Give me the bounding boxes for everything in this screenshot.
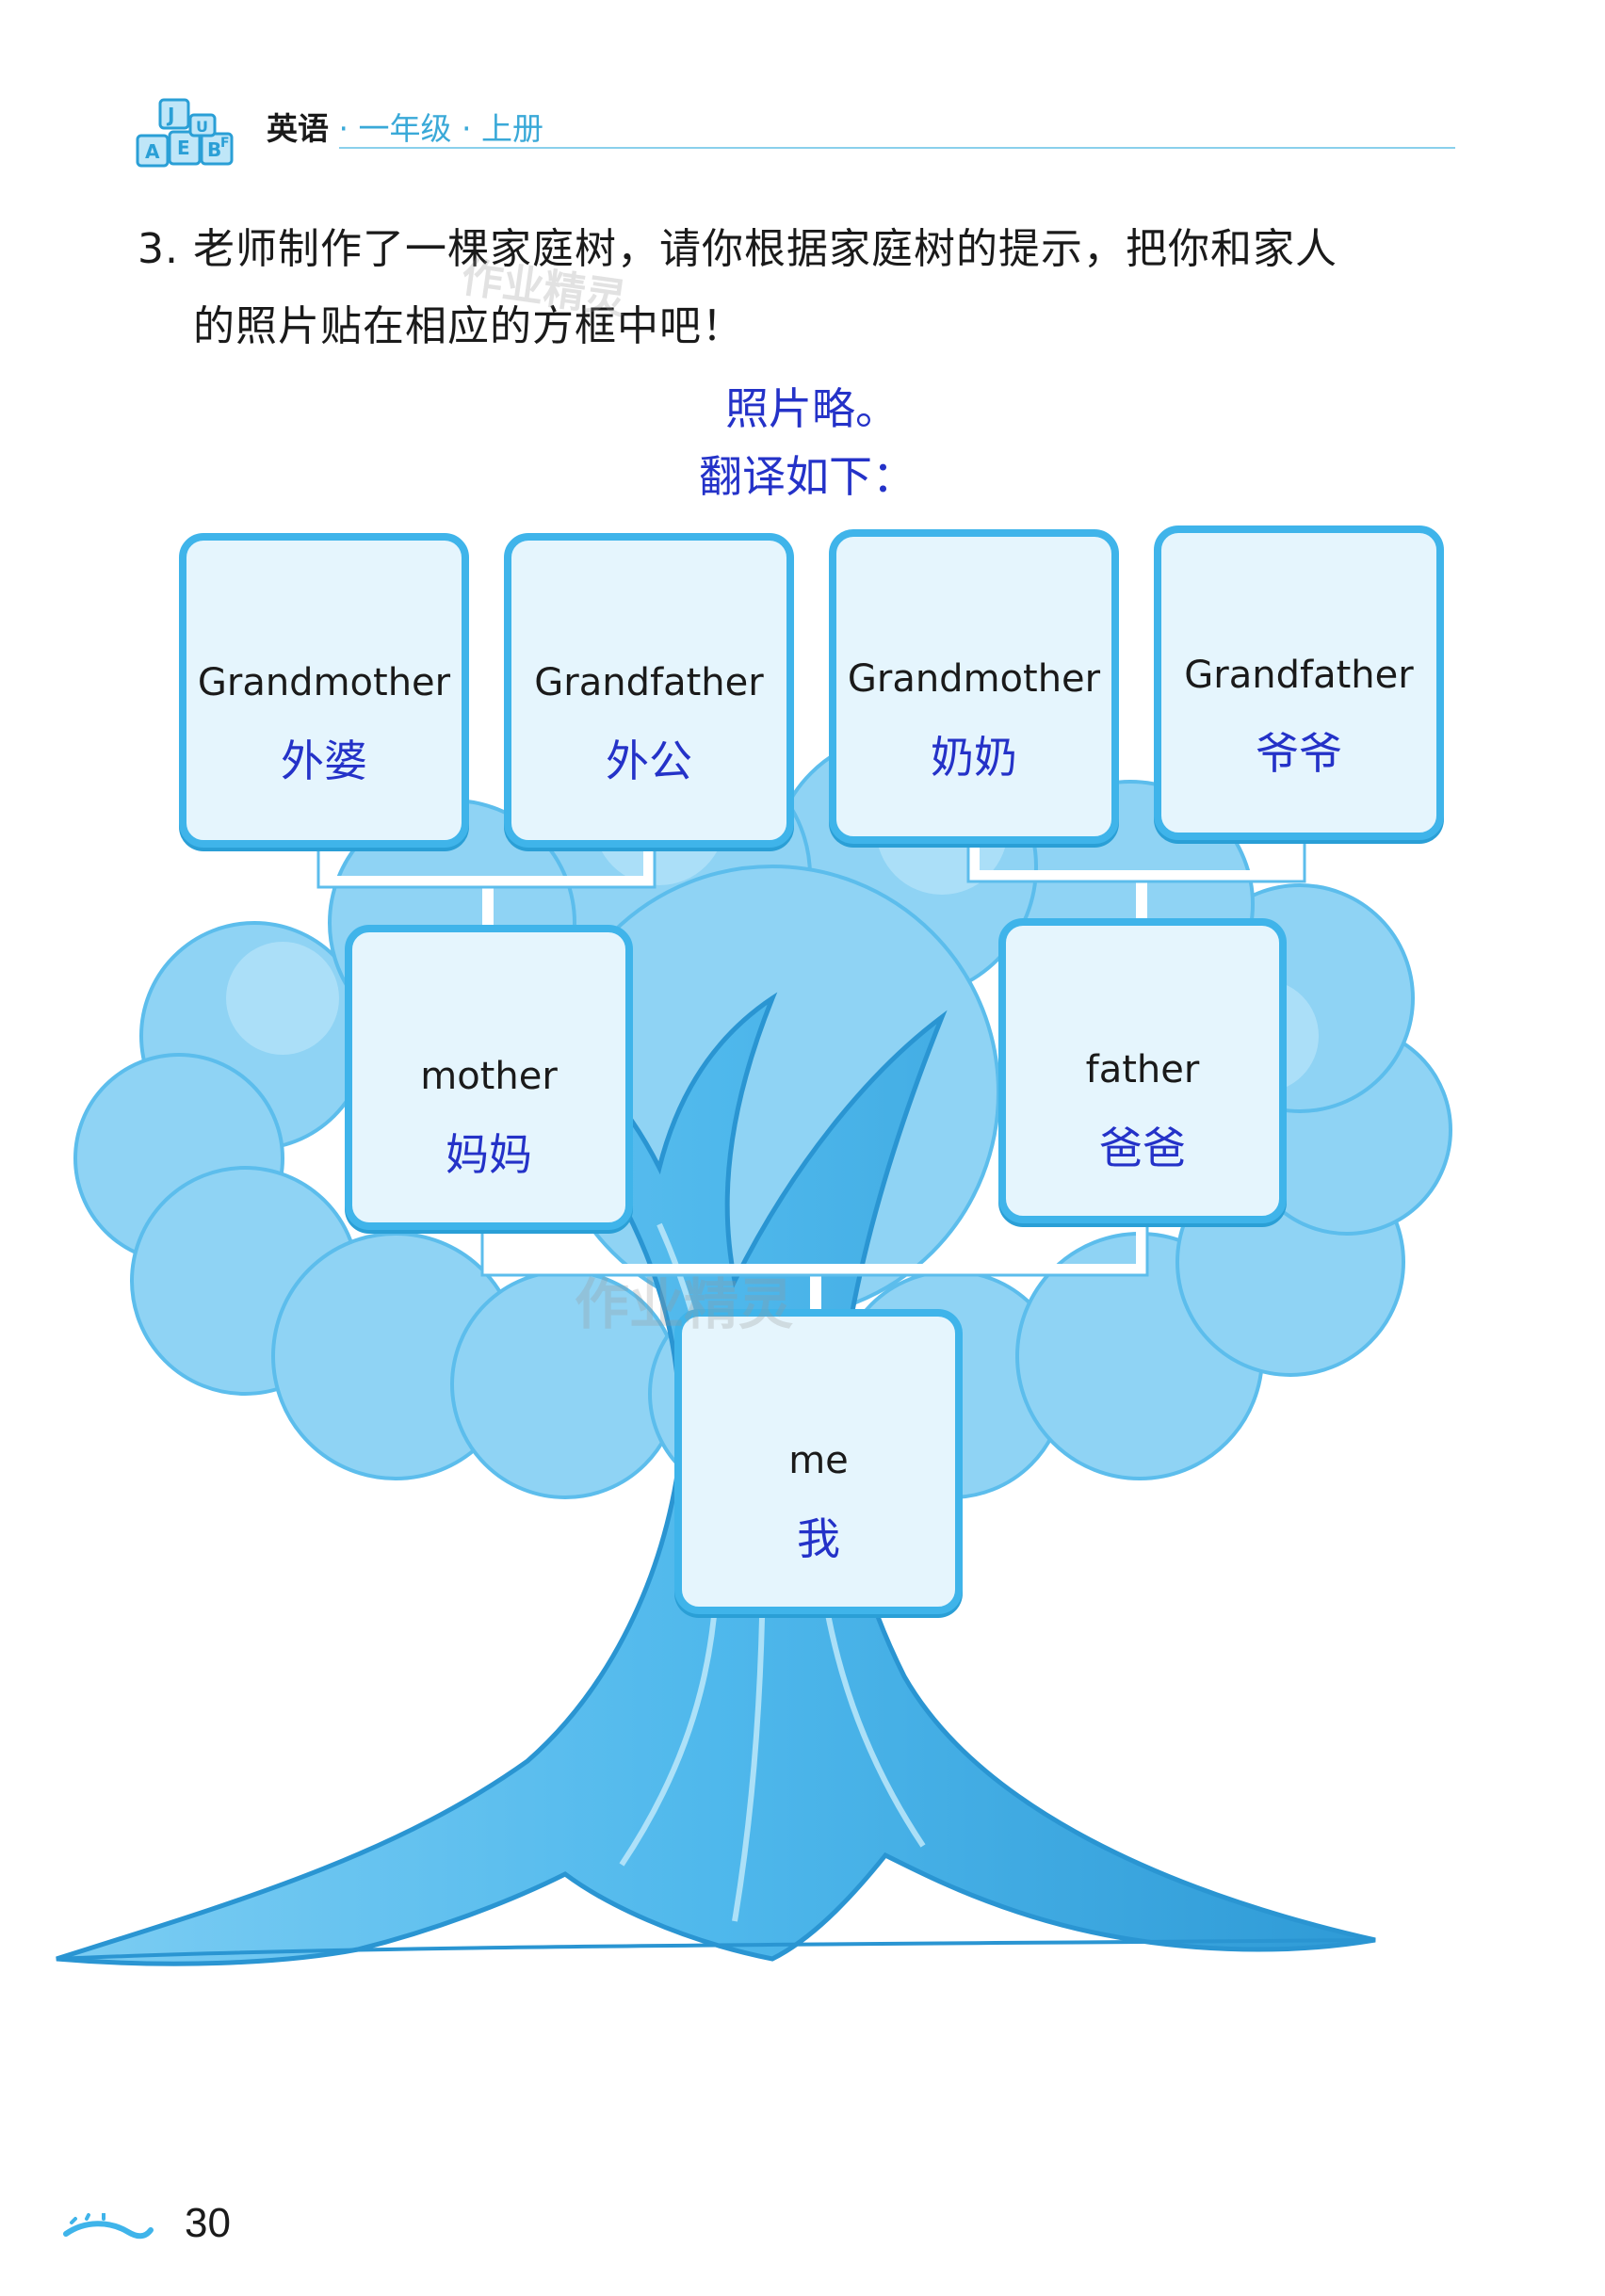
card-label-en: me xyxy=(682,1439,955,1482)
card-label-zh: 爷爷 xyxy=(1161,720,1436,782)
question-text-line-1: 3. 老师制作了一棵家庭树，请你根据家庭树的提示，把你和家人 xyxy=(138,215,1338,275)
card-label-en: Grandfather xyxy=(1161,654,1436,697)
card-mother: mother 妈妈 xyxy=(345,925,633,1230)
card-grandmother-paternal: Grandmother 奶奶 xyxy=(829,529,1119,844)
card-father: father 爸爸 xyxy=(998,918,1287,1223)
card-label-en: Grandmother xyxy=(186,661,462,704)
header-divider xyxy=(339,147,1455,149)
card-label-zh: 奶奶 xyxy=(836,723,1111,785)
logo-letter: U xyxy=(196,118,208,136)
card-label-zh: 我 xyxy=(682,1505,955,1567)
card-label-en: Grandfather xyxy=(511,661,786,704)
logo-letter: J xyxy=(166,104,174,126)
letter-blocks-icon: J U A E B F xyxy=(132,94,240,179)
card-label-zh: 爸爸 xyxy=(1006,1114,1279,1176)
card-label-en: Grandmother xyxy=(836,657,1111,701)
card-label-en: mother xyxy=(352,1055,625,1098)
logo-letter: F xyxy=(220,136,230,151)
page-number: 30 xyxy=(185,2200,231,2247)
card-label-zh: 外婆 xyxy=(186,727,462,789)
logo-letter: A xyxy=(145,140,160,163)
logo-letter: E xyxy=(177,137,190,159)
answer-note-translation: 翻译如下： xyxy=(699,443,916,505)
header-grade: 一年级 xyxy=(359,110,452,147)
card-label-zh: 外公 xyxy=(511,727,786,789)
header-separator: · xyxy=(339,110,349,147)
logo-letter: B xyxy=(207,138,221,161)
header-volume: 上册 xyxy=(481,110,543,147)
card-label-en: father xyxy=(1006,1048,1279,1091)
header-separator: · xyxy=(462,110,472,147)
card-label-zh: 妈妈 xyxy=(352,1121,625,1183)
wave-decoration-icon xyxy=(62,2213,156,2247)
card-grandfather-paternal: Grandfather 爷爷 xyxy=(1154,525,1444,840)
card-me: me 我 xyxy=(674,1309,963,1614)
card-grandfather-maternal: Grandfather 外公 xyxy=(504,533,794,848)
watermark: 作业精灵 xyxy=(575,1260,793,1339)
header-label: 英语 · 一年级 · 上册 xyxy=(267,104,543,149)
answer-note-photo-omitted: 照片略。 xyxy=(725,375,899,437)
header-subject: 英语 xyxy=(267,110,329,147)
card-grandmother-maternal: Grandmother 外婆 xyxy=(179,533,469,848)
